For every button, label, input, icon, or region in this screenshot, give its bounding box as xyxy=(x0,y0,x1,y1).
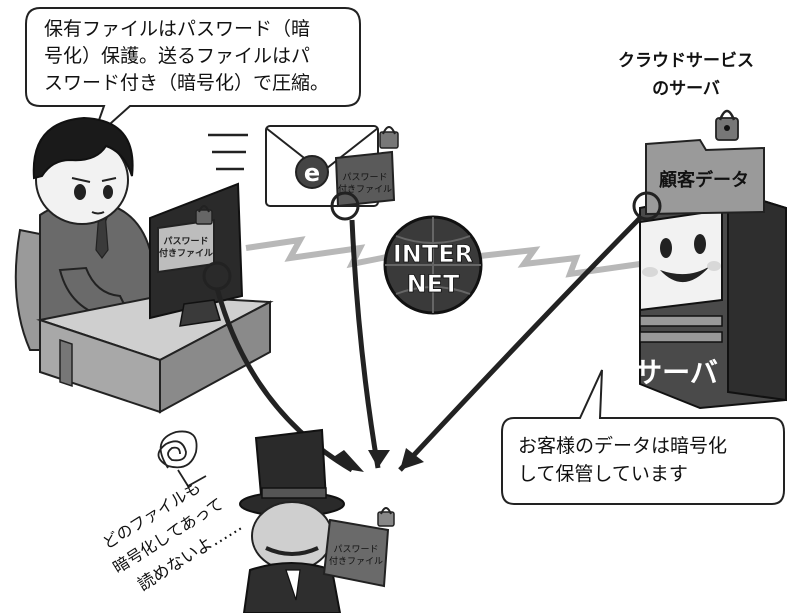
person-bubble-line-3: スワード付き（暗号化）で圧縮。 xyxy=(44,72,329,94)
server-speech-bubble: お客様のデータは暗号化 して保管しています xyxy=(501,369,785,505)
thief-character xyxy=(239,428,345,613)
person-speech-bubble: 保有ファイルはパスワード（暗 号化）保護。送るファイルはパ スワード付き（暗号化… xyxy=(25,7,361,141)
thief-file-label-2: 付きファイル xyxy=(329,556,383,567)
server-sign: サーバ xyxy=(634,356,718,389)
thief-file-label-1: パスワード xyxy=(333,544,378,555)
person-bubble-line-1: 保有ファイルはパスワード（暗 xyxy=(44,18,310,40)
person-bubble-line-2: 号化）保護。送るファイルはパ xyxy=(44,45,310,67)
server-bubble-line-1: お客様のデータは暗号化 xyxy=(518,435,727,457)
motion-lines xyxy=(208,133,248,171)
internet-line-2: NET xyxy=(407,270,460,298)
confusion-scribble-icon xyxy=(157,430,207,488)
desk-file-label-2: 付きファイル xyxy=(159,247,213,259)
lock-icon xyxy=(377,511,395,527)
email-file-label-1: パスワード xyxy=(342,172,387,183)
cloud-label-line-1: クラウドサービス xyxy=(618,51,754,71)
email-icon-letter: e xyxy=(304,159,320,187)
internet-badge: INTER NET xyxy=(383,215,483,315)
cloud-label-line-2: のサーバ xyxy=(652,79,720,99)
server: サーバ xyxy=(634,188,787,410)
arrowheads xyxy=(332,448,424,472)
internet-line-1: INTER xyxy=(393,240,473,268)
email-icon xyxy=(295,155,329,189)
desk-password-file: パスワード 付きファイル xyxy=(157,205,215,274)
thief-password-file: パスワード 付きファイル xyxy=(322,507,395,588)
email-file-label-2: 付きファイル xyxy=(338,184,392,195)
thief-remark: どのファイルも 暗号化してあって 読めないよ…… xyxy=(99,477,246,595)
theft-arrows xyxy=(214,216,642,473)
network-connection xyxy=(245,236,641,278)
lock-icon xyxy=(195,209,213,225)
desk-file-label-1: パスワード xyxy=(163,235,208,247)
lock-icon xyxy=(379,131,399,149)
cloud-service-label: クラウドサービス のサーバ xyxy=(618,51,754,99)
customer-data-folder: 顧客データ xyxy=(645,109,765,216)
server-bubble-line-2: して保管しています xyxy=(518,463,688,485)
folder-label: 顧客データ xyxy=(659,169,749,191)
email-envelope: e パスワード 付きファイル xyxy=(208,125,399,208)
